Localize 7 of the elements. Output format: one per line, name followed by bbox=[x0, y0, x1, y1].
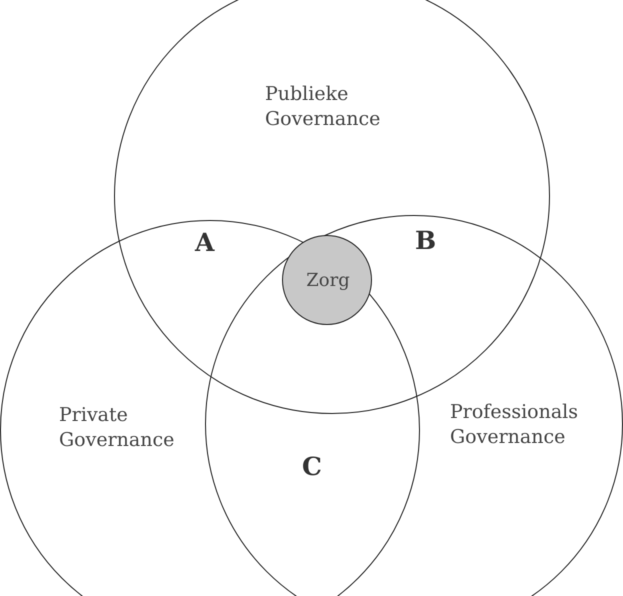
region-letter: C bbox=[302, 452, 322, 481]
region-letter: A bbox=[195, 228, 214, 257]
circle-label: Publieke Governance bbox=[265, 82, 382, 132]
region-letter: B bbox=[415, 226, 436, 255]
circle-label: Professionals Governance bbox=[450, 400, 579, 450]
circle-label: Zorg bbox=[305, 269, 351, 292]
circle-label: Private Governance bbox=[59, 403, 176, 452]
